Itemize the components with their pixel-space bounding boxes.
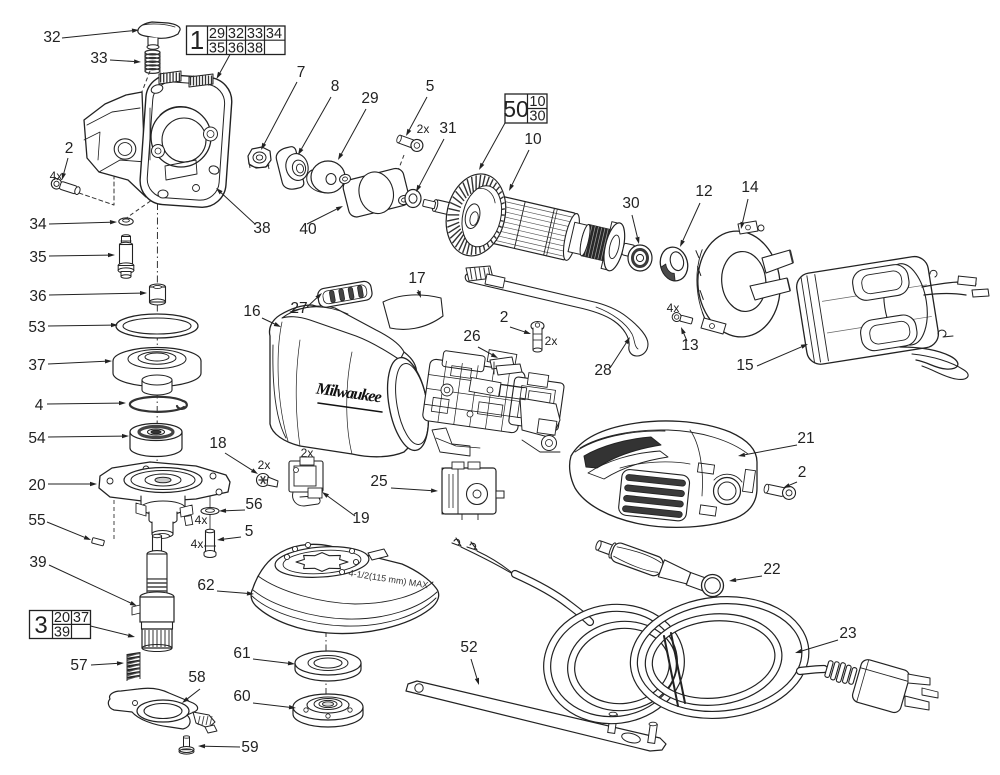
- svg-text:56: 56: [245, 496, 262, 513]
- svg-text:23: 23: [839, 625, 856, 642]
- svg-text:58: 58: [188, 669, 205, 686]
- svg-text:4x: 4x: [667, 301, 680, 315]
- svg-text:36: 36: [228, 40, 244, 56]
- svg-text:10: 10: [524, 131, 542, 148]
- svg-text:60: 60: [233, 688, 251, 705]
- svg-text:25: 25: [370, 473, 387, 490]
- svg-text:34: 34: [29, 216, 47, 233]
- svg-text:21: 21: [797, 430, 814, 447]
- svg-text:27: 27: [290, 300, 307, 317]
- svg-text:13: 13: [681, 337, 698, 354]
- svg-text:62: 62: [197, 577, 214, 594]
- svg-text:3: 3: [34, 612, 47, 639]
- svg-text:5: 5: [245, 523, 254, 540]
- svg-text:4: 4: [35, 397, 44, 414]
- svg-text:54: 54: [28, 430, 46, 447]
- svg-text:14: 14: [741, 179, 759, 196]
- svg-text:17: 17: [408, 270, 425, 287]
- svg-text:59: 59: [241, 739, 258, 756]
- svg-text:1: 1: [190, 25, 204, 55]
- svg-text:38: 38: [253, 220, 270, 237]
- svg-text:30: 30: [529, 109, 545, 125]
- svg-text:37: 37: [28, 357, 45, 374]
- svg-text:12: 12: [695, 183, 712, 200]
- svg-text:29: 29: [209, 26, 225, 42]
- svg-text:35: 35: [29, 249, 46, 266]
- svg-text:22: 22: [763, 561, 780, 578]
- svg-text:32: 32: [43, 29, 60, 46]
- svg-text:26: 26: [463, 328, 480, 345]
- svg-text:53: 53: [28, 319, 45, 336]
- svg-text:8: 8: [331, 78, 340, 95]
- svg-text:18: 18: [209, 435, 226, 452]
- svg-text:20: 20: [28, 477, 46, 494]
- svg-text:2x: 2x: [545, 334, 558, 348]
- svg-text:35: 35: [209, 40, 225, 56]
- svg-text:33: 33: [90, 50, 107, 67]
- svg-text:31: 31: [439, 120, 456, 137]
- svg-text:15: 15: [736, 357, 753, 374]
- svg-text:2: 2: [500, 309, 509, 326]
- svg-text:5: 5: [426, 78, 435, 95]
- svg-text:2: 2: [65, 140, 74, 157]
- svg-text:34: 34: [266, 26, 282, 42]
- svg-text:20: 20: [54, 610, 70, 626]
- svg-text:39: 39: [29, 554, 46, 571]
- svg-text:39: 39: [54, 625, 70, 641]
- svg-text:55: 55: [28, 512, 45, 529]
- svg-text:2: 2: [798, 464, 807, 481]
- svg-text:2x: 2x: [258, 458, 271, 472]
- svg-text:4x: 4x: [50, 169, 63, 183]
- svg-text:52: 52: [460, 639, 477, 656]
- svg-text:2x: 2x: [417, 122, 430, 136]
- svg-text:10: 10: [529, 94, 545, 110]
- svg-text:38: 38: [247, 40, 263, 56]
- svg-text:4x: 4x: [195, 513, 208, 527]
- svg-text:40: 40: [299, 221, 317, 238]
- svg-text:19: 19: [352, 510, 369, 527]
- svg-text:57: 57: [70, 657, 87, 674]
- svg-text:28: 28: [594, 362, 611, 379]
- svg-text:2x: 2x: [301, 446, 314, 460]
- svg-text:16: 16: [243, 303, 260, 320]
- svg-text:50: 50: [503, 96, 529, 122]
- svg-text:30: 30: [622, 195, 640, 212]
- svg-text:32: 32: [228, 26, 244, 42]
- svg-text:36: 36: [29, 288, 46, 305]
- svg-text:61: 61: [233, 645, 250, 662]
- svg-text:33: 33: [247, 26, 263, 42]
- svg-text:37: 37: [73, 610, 89, 626]
- svg-text:29: 29: [361, 90, 378, 107]
- svg-text:7: 7: [297, 64, 306, 81]
- svg-text:4x: 4x: [191, 537, 204, 551]
